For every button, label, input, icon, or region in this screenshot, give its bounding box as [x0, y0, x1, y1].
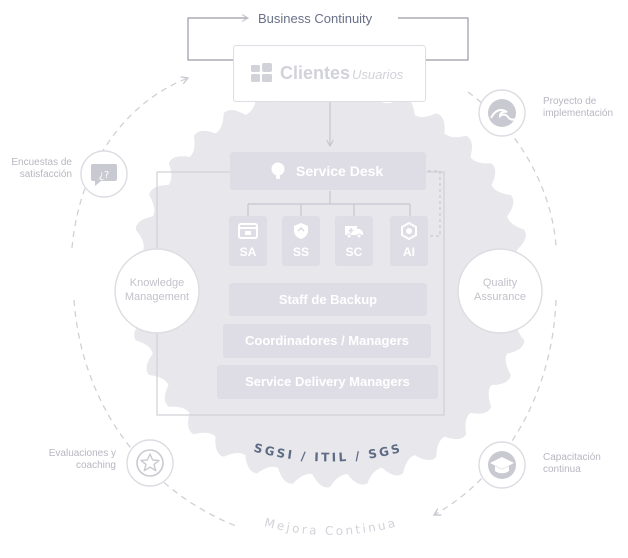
continuity-loop-right [398, 17, 469, 61]
star-icon [140, 453, 160, 472]
quality-circle [457, 248, 543, 334]
proyecto-label: Proyecto de implementación [543, 96, 614, 119]
service-desk-box: Service Desk [230, 152, 426, 190]
headset-icon [271, 162, 285, 179]
quality-assurance-label: Quality Assurance [474, 277, 526, 303]
clientes-subtitle: Usuarios [352, 67, 404, 82]
users-icon [251, 63, 272, 82]
unit-connectors [247, 191, 411, 216]
graduation-cap-icon [490, 457, 514, 474]
mejora-text: Mejora Continua [263, 515, 399, 538]
coordinadores-box: Coordinadores / Managers [223, 324, 431, 358]
unit-ss-label: SS [292, 245, 309, 259]
ai-dashed-connector [428, 170, 441, 237]
svg-text:¿?: ¿? [99, 170, 110, 181]
unit-ai-label: AI [403, 245, 415, 259]
clientes-box: Clientes Usuarios [233, 45, 426, 102]
service-delivery-managers-box: Service Delivery Managers [217, 365, 438, 399]
continuity-loop [187, 14, 250, 61]
unit-ss: SS [282, 216, 320, 266]
unit-sc: SC [335, 216, 373, 266]
clientes-title: Clientes [280, 63, 351, 83]
knowledge-management-label: Knowledge Management [124, 277, 190, 303]
evaluaciones-icon-circle [126, 439, 174, 487]
shield-icon [294, 223, 308, 239]
evaluaciones-label: Evaluaciones y coaching [48, 448, 116, 471]
unit-ai: AI [390, 216, 428, 266]
window-icon [238, 223, 258, 239]
ambulance-icon [345, 226, 363, 239]
unit-sc-label: SC [345, 245, 363, 259]
hexagon-icon [401, 222, 417, 240]
knowledge-circle [114, 248, 200, 334]
service-desk-label: Service Desk [296, 163, 384, 179]
encuestas-label: Encuestas de satisfacción [11, 157, 72, 180]
staff-backup-box: Staff de Backup [229, 283, 427, 316]
unit-sa: SA [229, 216, 267, 266]
cycle-arc-left-bottom [73, 299, 237, 527]
unit-sa-label: SA [239, 245, 257, 259]
chat-question-icon [91, 164, 117, 186]
business-continuity-label: Business Continuity [258, 11, 373, 26]
cycle-arc-right-bottom [432, 299, 557, 516]
capacitacion-label: Capacitación continua [543, 452, 601, 475]
